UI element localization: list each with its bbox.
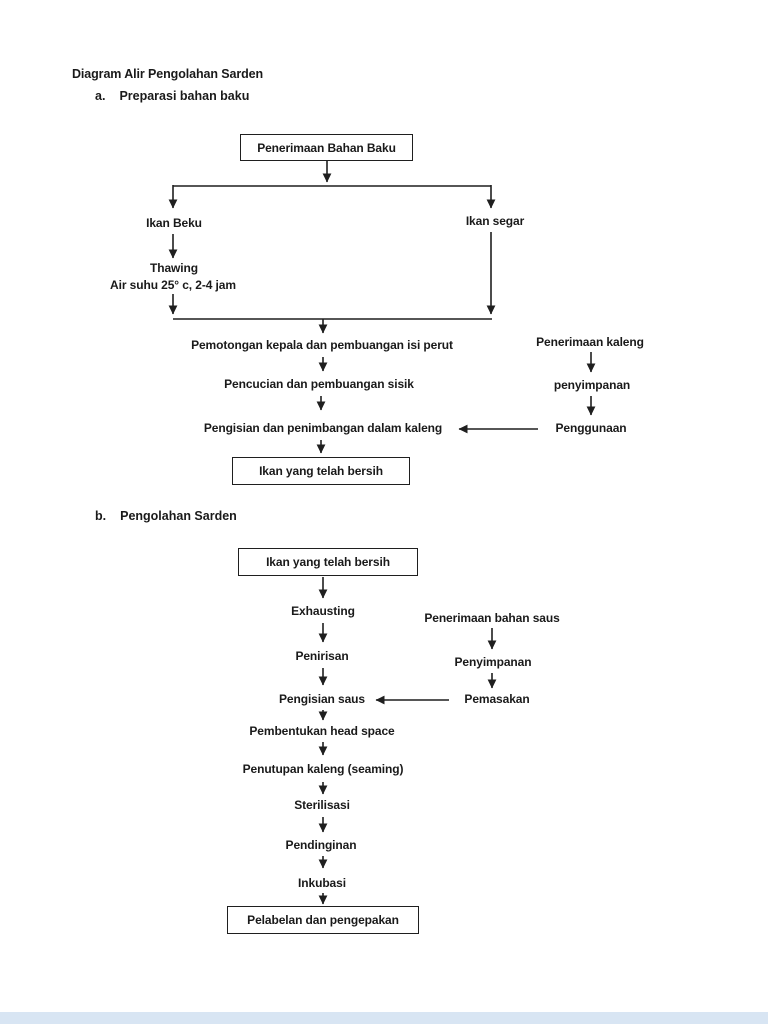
section-b-marker: b. — [95, 509, 107, 523]
node-box-ikan-yang-telah-bersih-a: Ikan yang telah bersih — [232, 457, 410, 485]
node-label-inkubasi: Inkubasi — [298, 876, 346, 890]
node-label-penyimpanan-kaleng: penyimpanan — [553, 378, 631, 392]
node-label-penerimaan-kaleng: Penerimaan kaleng — [536, 335, 644, 349]
node-label-pencucian: Pencucian dan pembuangan sisik — [224, 377, 414, 391]
node-label-pembentukan-head-space: Pembentukan head space — [249, 724, 395, 738]
node-label-pemotongan: Pemotongan kepala dan pembuangan isi per… — [191, 338, 453, 352]
section-a-heading: a. Preparasi bahan baku — [95, 89, 249, 103]
node-label-ikan-beku: Ikan Beku — [146, 216, 202, 230]
node-label-sterilisasi: Sterilisasi — [294, 798, 350, 812]
page-title: Diagram Alir Pengolahan Sarden — [72, 67, 264, 81]
section-b-heading-text: Pengolahan Sarden — [120, 509, 237, 523]
node-box-ikan-yang-telah-bersih-b: Ikan yang telah bersih — [238, 548, 418, 576]
section-a-marker: a. — [95, 89, 106, 103]
node-box-pelabelan-dan-pengepakan: Pelabelan dan pengepakan — [227, 906, 419, 934]
node-label-exhausting: Exhausting — [291, 604, 355, 618]
node-label-thawing-note: Air suhu 25° c, 2-4 jam — [110, 278, 236, 292]
node-box-penerimaan-bahan-baku: Penerimaan Bahan Baku — [240, 134, 413, 161]
node-label-ikan-segar: Ikan segar — [465, 214, 525, 228]
node-label-pemasakan: Pemasakan — [464, 692, 530, 706]
node-label-penirisan: Penirisan — [295, 649, 349, 663]
section-b-heading: b. Pengolahan Sarden — [95, 509, 237, 523]
node-label-pengisian-kaleng: Pengisian dan penimbangan dalam kaleng — [203, 421, 443, 435]
node-label-pendinginan: Pendinginan — [285, 838, 357, 852]
section-b-connectors — [318, 577, 497, 905]
node-label-penggunaan: Penggunaan — [555, 421, 627, 435]
page-gap-bar — [0, 1012, 768, 1024]
section-a-heading-text: Preparasi bahan baku — [119, 89, 250, 103]
node-label-penutupan-kaleng: Penutupan kaleng (seaming) — [242, 762, 404, 776]
node-label-thawing: Thawing — [150, 261, 198, 275]
node-label-pengisian-saus: Pengisian saus — [279, 692, 365, 706]
node-label-penerimaan-bahan-saus: Penerimaan bahan saus — [424, 611, 560, 625]
section-a-connectors — [168, 161, 596, 454]
node-label-penyimpanan-saus: Penyimpanan — [454, 655, 532, 669]
